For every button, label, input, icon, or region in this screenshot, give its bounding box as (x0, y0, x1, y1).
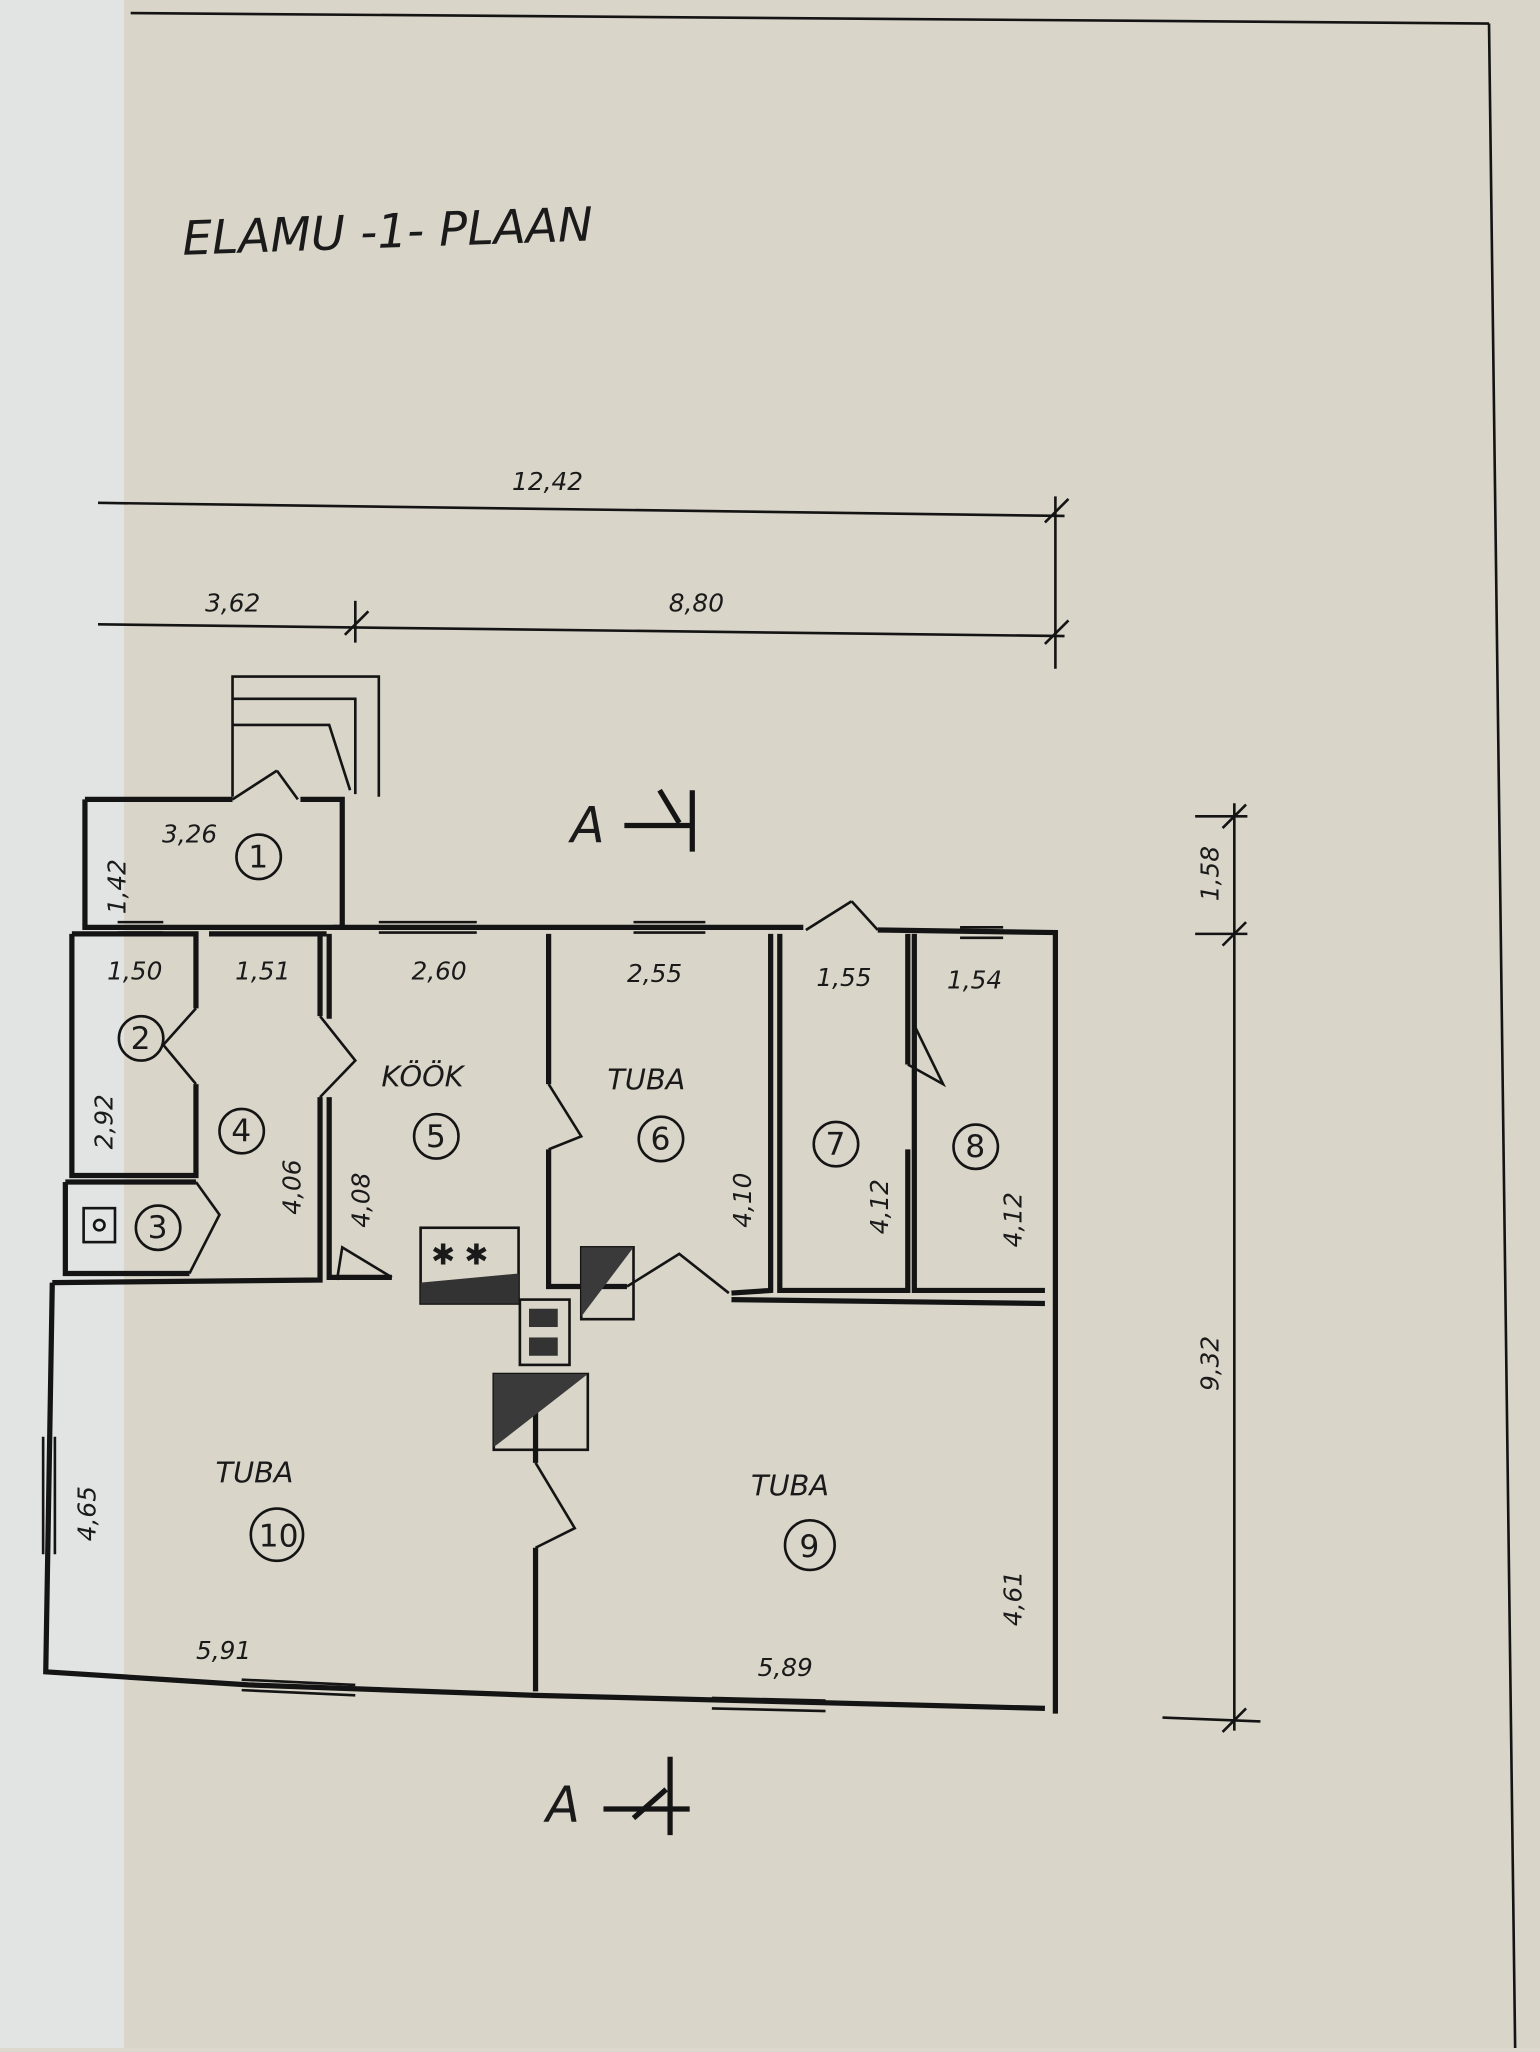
sheet-border-right (1487, 23, 1517, 2049)
svg-text:1,54: 1,54 (947, 966, 1002, 995)
dim-total-depth: 9,32 (1196, 1336, 1225, 1391)
dim-total-width: 12,42 (512, 467, 583, 496)
svg-text:5: 5 (426, 1119, 446, 1155)
svg-text:4,65: 4,65 (72, 1486, 101, 1541)
svg-text:8: 8 (965, 1129, 985, 1165)
svg-text:TUBA: TUBA (607, 1062, 685, 1096)
room-10-tuba: TUBA 10 5,91 4,65 (72, 1455, 305, 1665)
sheet-border-top (130, 11, 1490, 25)
svg-text:2,55: 2,55 (627, 959, 682, 988)
svg-text:✱ ✱: ✱ ✱ (431, 1237, 488, 1271)
toilet-icon (82, 1206, 117, 1244)
svg-text:3: 3 (148, 1210, 168, 1246)
svg-text:1,55: 1,55 (816, 963, 871, 992)
svg-text:5,89: 5,89 (758, 1653, 813, 1682)
svg-text:10: 10 (259, 1518, 299, 1554)
svg-text:9: 9 (799, 1529, 819, 1565)
svg-text:TUBA: TUBA (751, 1469, 829, 1503)
svg-text:2,92: 2,92 (89, 1094, 118, 1149)
room-3: 3 (134, 1204, 182, 1252)
right-dimensions: 1,58 9,32 (1162, 803, 1261, 1733)
room-6-tuba: 2,55 TUBA 6 4,10 (607, 959, 757, 1228)
top-dimensions: 12,42 3,62 8,80 (97, 467, 1070, 669)
svg-text:3,26: 3,26 (162, 819, 217, 848)
section-marker-bottom: A (543, 1756, 690, 1836)
dim-left-width: 3,62 (205, 588, 260, 617)
room-5-kitchen: 2,60 KÖÖK 5 4,08 (347, 957, 467, 1228)
room-7: 1,55 7 4,12 (812, 963, 894, 1234)
page-edge (0, 0, 125, 2048)
svg-text:A: A (543, 1776, 580, 1834)
chimney (518, 1298, 571, 1367)
svg-text:1,51: 1,51 (235, 957, 290, 986)
svg-text:1,50: 1,50 (107, 957, 162, 986)
svg-text:4,10: 4,10 (728, 1173, 757, 1228)
section-marker-top: A (568, 788, 695, 854)
svg-text:4,06: 4,06 (277, 1159, 306, 1214)
svg-text:2: 2 (131, 1021, 151, 1057)
room-1: 3,26 1,42 1 (102, 819, 283, 914)
svg-text:4: 4 (231, 1114, 251, 1150)
svg-text:5,91: 5,91 (196, 1636, 251, 1665)
room-2: 1,50 2 2,92 (89, 957, 165, 1149)
svg-text:4,08: 4,08 (347, 1173, 376, 1228)
room-9-tuba: TUBA 9 5,89 4,61 (751, 1469, 1027, 1682)
walls (41, 675, 1058, 1714)
svg-text:2,60: 2,60 (411, 957, 466, 986)
svg-text:TUBA: TUBA (216, 1455, 294, 1489)
stove: ✱ ✱ (419, 1226, 520, 1305)
svg-text:KÖÖK: KÖÖK (381, 1060, 465, 1094)
svg-text:4,12: 4,12 (865, 1179, 894, 1234)
svg-text:A: A (568, 796, 605, 854)
svg-text:7: 7 (826, 1127, 846, 1163)
svg-text:6: 6 (650, 1121, 670, 1157)
dim-top-offset: 1,58 (1196, 846, 1225, 901)
svg-text:4,61: 4,61 (998, 1571, 1027, 1626)
dim-right-width: 8,80 (669, 588, 724, 617)
svg-text:4,12: 4,12 (998, 1192, 1027, 1247)
fireplace-lower (492, 1372, 590, 1452)
room-4: 1,51 4 4,06 (218, 957, 306, 1215)
room-8: 1,54 8 4,12 (947, 966, 1027, 1248)
svg-text:1: 1 (248, 839, 268, 875)
svg-text:1,42: 1,42 (102, 859, 131, 914)
